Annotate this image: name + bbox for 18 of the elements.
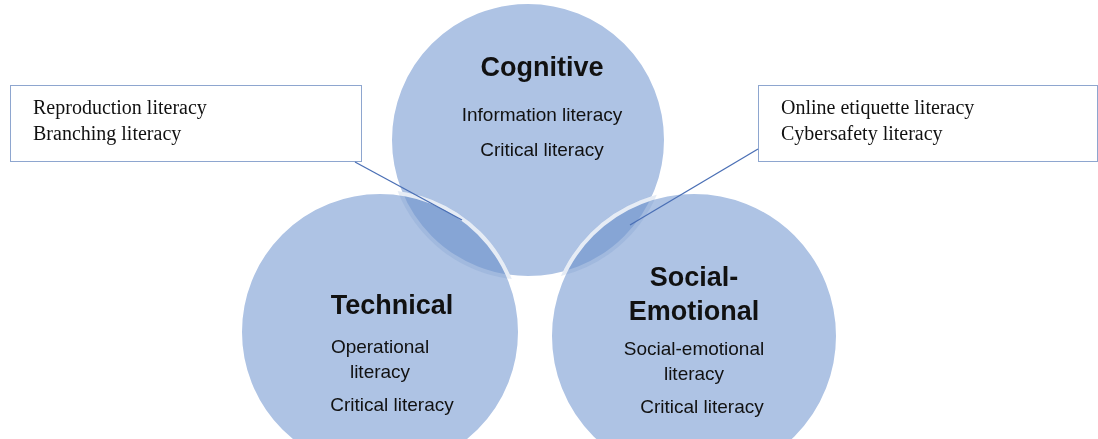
circle-text: Critical literacy	[639, 395, 765, 419]
circle-text: Critical literacy	[479, 138, 605, 162]
circle-heading: Technical	[329, 289, 455, 322]
callout-box	[758, 85, 1098, 162]
circle-heading: Cognitive	[479, 51, 605, 84]
circle-text: Social-emotional literacy	[622, 337, 766, 386]
callout-text: Cybersafety literacy	[781, 121, 943, 146]
circle-heading: Social-Emotional	[627, 261, 761, 328]
leader-line	[629, 148, 759, 226]
circle-text: Information literacy	[460, 103, 624, 127]
overlap-region	[397, 191, 512, 280]
callout-text: Branching literacy	[33, 121, 182, 146]
circle-text: Critical literacy	[329, 393, 455, 417]
circle-text: Operational literacy	[329, 335, 431, 384]
callout-text: Online etiquette literacy	[781, 95, 975, 120]
leader-line	[354, 161, 463, 221]
callout-text: Reproduction literacy	[33, 95, 207, 120]
callout-box	[10, 85, 362, 162]
